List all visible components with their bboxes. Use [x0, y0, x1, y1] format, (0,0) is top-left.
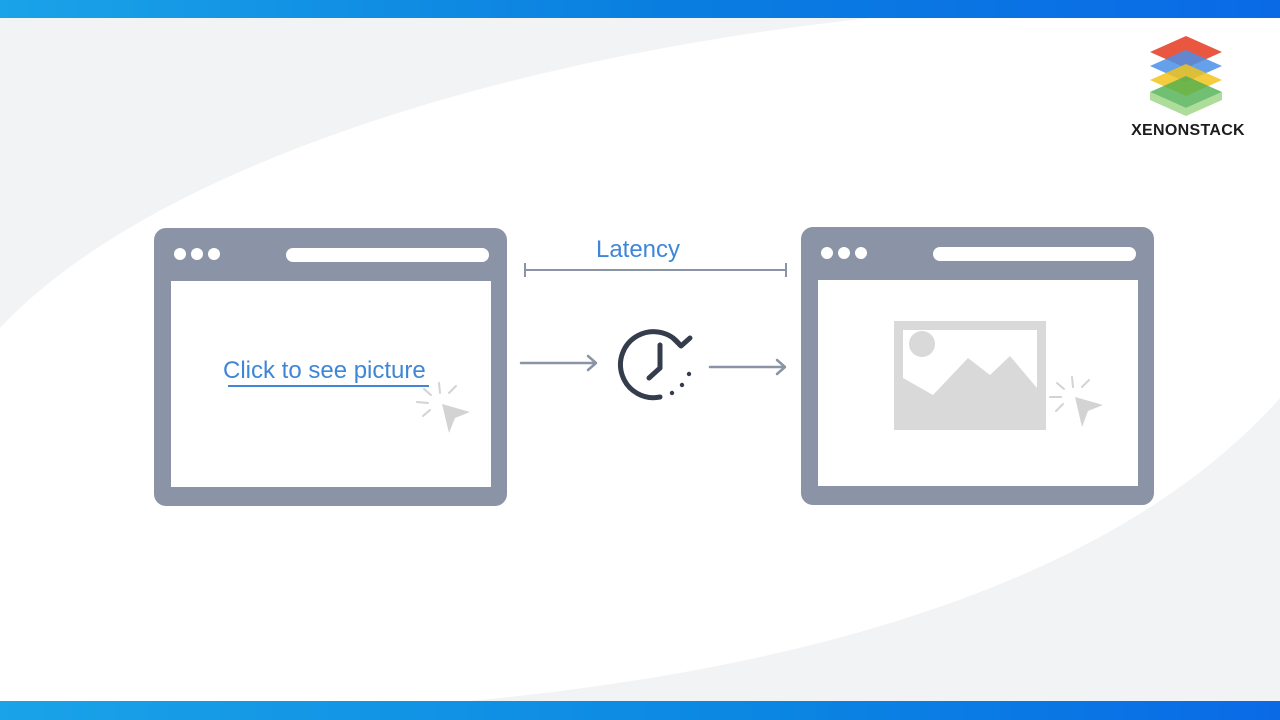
window-dot	[821, 247, 833, 259]
browser-window-before: Click to see picture	[154, 228, 507, 506]
window-dot	[855, 247, 867, 259]
browser-viewport: Click to see picture	[171, 281, 491, 487]
address-bar	[286, 248, 489, 262]
latency-label: Latency	[595, 236, 681, 263]
browser-viewport	[818, 280, 1138, 486]
window-dot	[208, 248, 220, 260]
window-dot	[191, 248, 203, 260]
link-underline	[228, 385, 429, 387]
window-dot	[174, 248, 186, 260]
bottom-accent-bar	[0, 701, 1280, 720]
see-picture-link[interactable]: Click to see picture	[223, 357, 426, 384]
top-accent-bar	[0, 0, 1280, 18]
xenonstack-logo: XENONSTACK	[1118, 34, 1258, 144]
window-dot	[838, 247, 850, 259]
address-bar	[933, 247, 1136, 261]
stack-layers-icon	[1150, 36, 1222, 116]
brand-name: XENONSTACK	[1131, 122, 1245, 139]
browser-window-after	[801, 227, 1154, 505]
